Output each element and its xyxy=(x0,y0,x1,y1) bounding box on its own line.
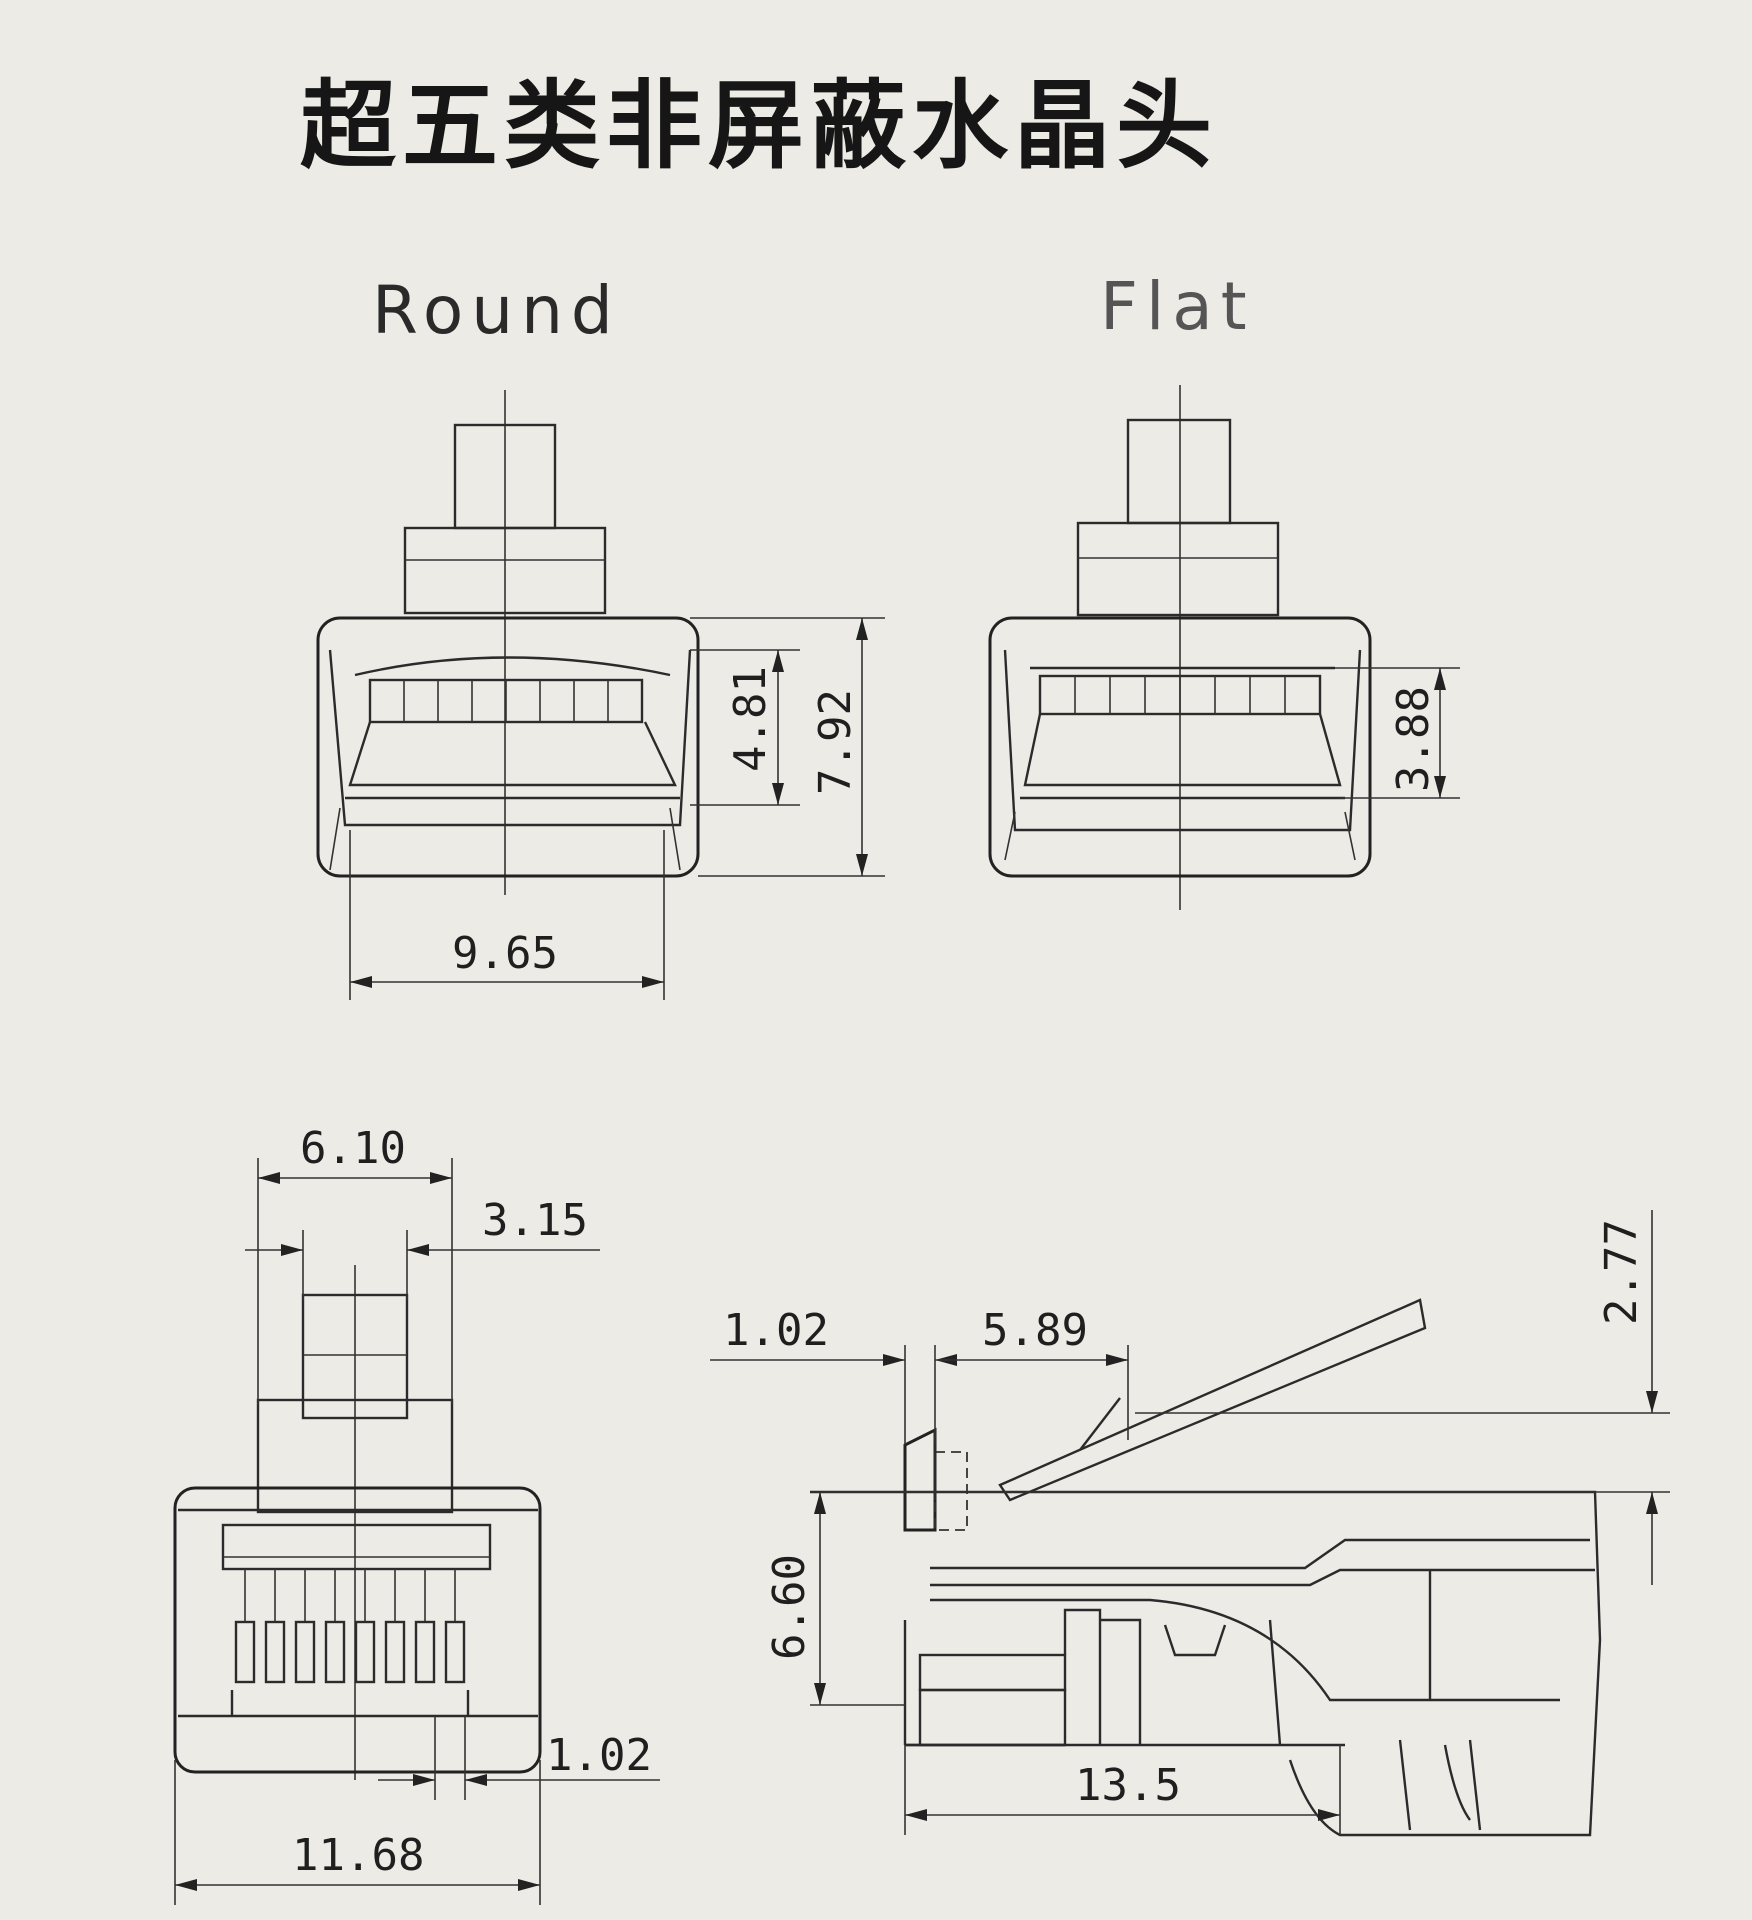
side-view: 1.02 5.89 2.77 6.60 13 xyxy=(710,1210,1670,1837)
dim-bottom-top-width: 6.10 xyxy=(300,1123,406,1174)
round-contact-row xyxy=(368,678,644,724)
dim-bottom-tab-width: 3.15 xyxy=(482,1195,588,1246)
dim-flat-inner-height: 3.88 xyxy=(1388,686,1439,792)
pin-front-view: 6.10 3.15 1.02 11.68 xyxy=(173,1123,660,1905)
round-connector-front-view: 9.65 4.81 7.92 xyxy=(316,390,885,1000)
flat-connector-front-view: 3.88 xyxy=(988,385,1460,910)
dim-round-width: 9.65 xyxy=(452,928,558,979)
dim-side-height: 6.60 xyxy=(764,1554,815,1660)
dim-bottom-total-width: 11.68 xyxy=(292,1830,424,1881)
round-view-label: Round xyxy=(372,272,621,349)
flat-view-label: Flat xyxy=(1100,268,1255,345)
dim-side-length: 5.89 xyxy=(982,1305,1088,1356)
dim-side-total-length: 13.5 xyxy=(1075,1760,1181,1811)
dim-side-latch-height: 2.77 xyxy=(1596,1219,1647,1325)
dim-round-total-height: 7.92 xyxy=(810,689,861,795)
dim-bottom-pin-pitch: 1.02 xyxy=(546,1730,652,1781)
dim-side-offset: 1.02 xyxy=(723,1305,829,1356)
dim-round-inner-height: 4.81 xyxy=(725,666,776,772)
page-title: 超五类非屏蔽水晶头 xyxy=(300,70,1218,182)
pin-array xyxy=(230,1569,470,1716)
flat-contact-row xyxy=(1038,674,1322,716)
